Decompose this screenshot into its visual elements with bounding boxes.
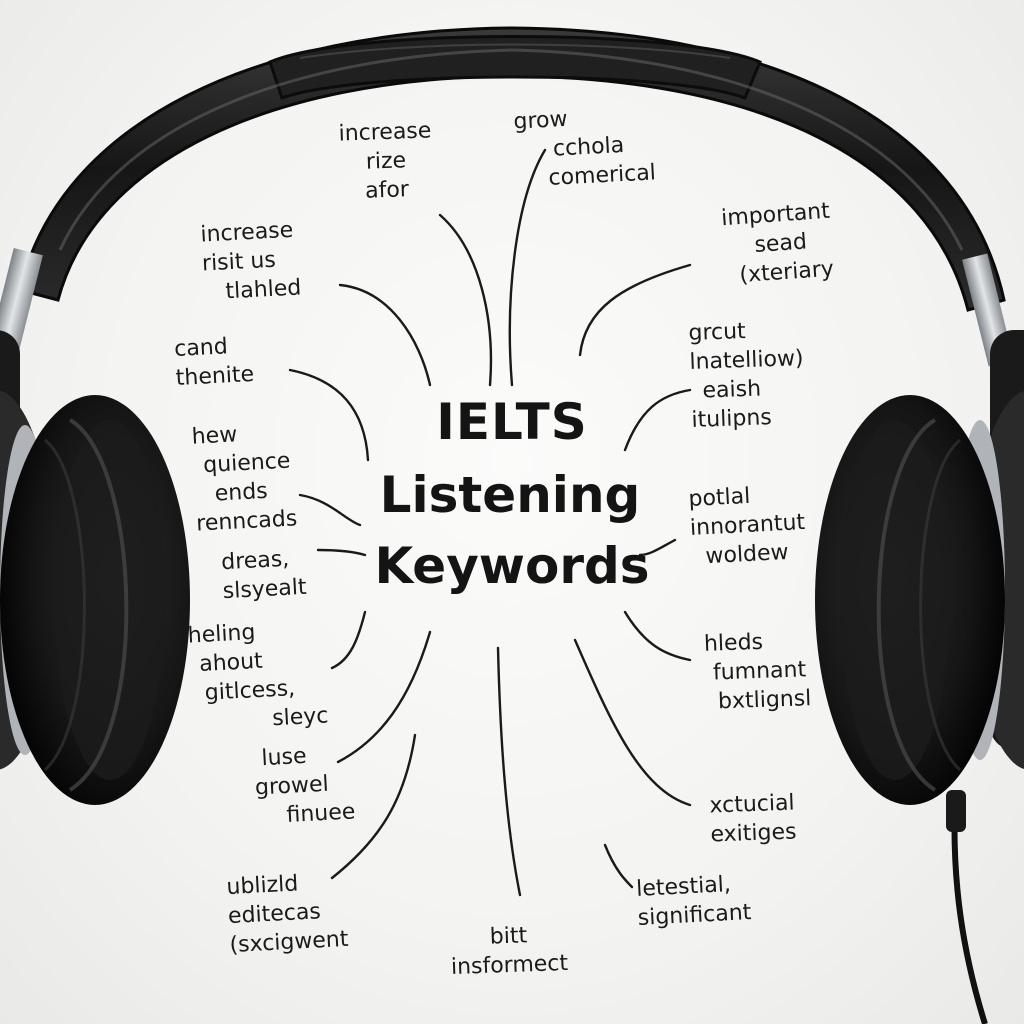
keyword: significant xyxy=(637,898,752,933)
keyword-group-mid-right-1: grcut lnatelliow) eaish itulipns xyxy=(688,315,806,435)
keyword: cand xyxy=(174,331,254,364)
keyword-group-mid-right-2: potlal innorantut woldew xyxy=(688,479,808,572)
title-line-2: Listening xyxy=(0,466,1022,524)
keyword-group-lower-left-1: heling ahout gitlcess, sleyc xyxy=(187,615,329,738)
keyword: (sxcigwent xyxy=(229,925,349,960)
keyword: insformect xyxy=(435,948,584,982)
keyword-group-lower-right-2: xctucial exitiges xyxy=(709,789,797,850)
keyword-group-mid-left-1: cand thenite xyxy=(174,331,255,393)
title-line-1: IELTS xyxy=(0,393,1024,451)
keyword: afor xyxy=(331,174,444,207)
keyword: fumnant xyxy=(705,655,811,688)
keyword-group-upper-left: increase risit us tlahled xyxy=(200,216,302,308)
keyword-group-lower-right-1: hleds fumnant bxtlignsl xyxy=(704,626,812,717)
keyword-group-upper-right: important sead (xteriary xyxy=(647,197,835,296)
keyword: eaish xyxy=(690,373,805,406)
keyword: slsyealt xyxy=(222,573,307,606)
keyword: lnatelliow) xyxy=(689,344,804,377)
keyword-group-mid-left-2: hew quience ends renncads xyxy=(191,417,298,538)
keyword: thenite xyxy=(175,360,255,393)
keyword: woldew xyxy=(691,537,807,572)
keyword: quience xyxy=(193,446,295,480)
keyword: increase xyxy=(329,116,442,149)
title-line-3: Keywords xyxy=(0,537,1024,595)
keyword: increase xyxy=(200,216,299,250)
keyword: itulipns xyxy=(691,402,806,435)
keyword: exitiges xyxy=(710,817,797,849)
keyword-group-bottom-right: letestial, significant xyxy=(636,869,752,933)
keyword: renncads xyxy=(196,504,298,538)
keyword: grcut xyxy=(688,315,803,348)
keyword-group-bottom-center: bitt insformect xyxy=(434,919,584,982)
keyword-group-bottom-left: ublizld editecas (sxcigwent xyxy=(226,867,349,960)
keyword-group-mid-left-3: dreas, slsyealt xyxy=(221,544,308,606)
keyword-group-top-center: increase rize afor xyxy=(329,116,444,207)
keyword-group-lower-left-2: luse growel finuee xyxy=(253,739,356,831)
keyword: dreas, xyxy=(221,544,306,577)
keyword: finuee xyxy=(256,797,356,831)
keyword: innorantut xyxy=(689,508,805,543)
keyword: tlahled xyxy=(203,273,302,307)
keyword: xctucial xyxy=(709,789,796,821)
keyword: bxtlignsl xyxy=(706,684,812,717)
keyword: rize xyxy=(330,145,443,178)
keyword-group-top-right: grow cchola comerical xyxy=(513,100,657,194)
keyword: hleds xyxy=(704,626,810,659)
headphone-cable xyxy=(954,800,985,1024)
